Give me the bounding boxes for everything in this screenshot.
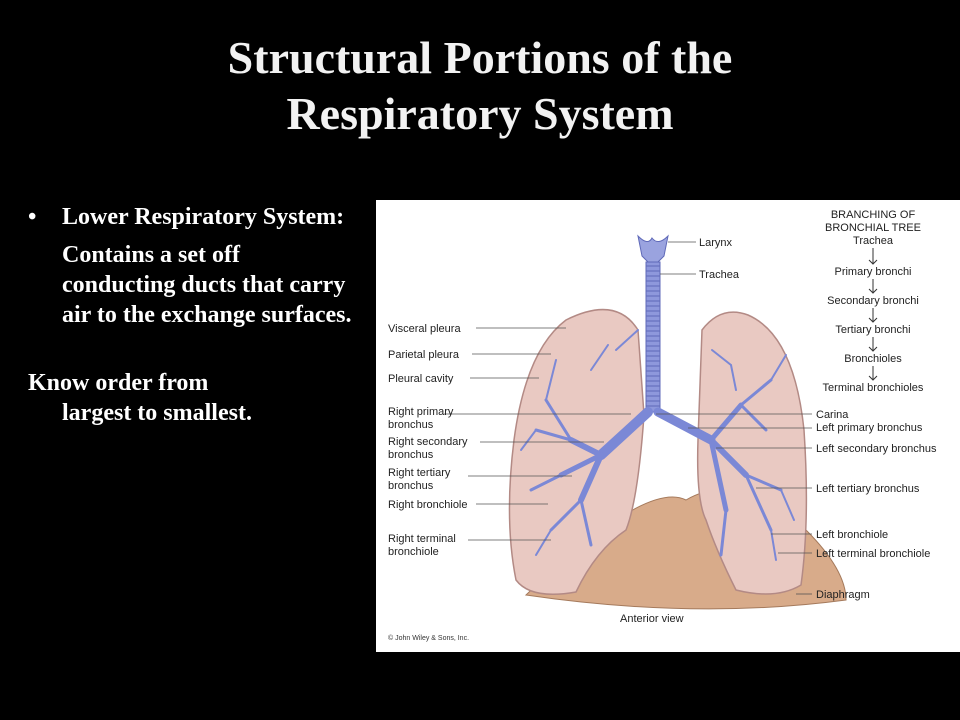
right-primary-bronchus-shape [596,407,653,460]
bronchial-branch [579,498,593,547]
tree-arrow-icon [868,308,878,323]
label-left-secondary: Left secondary bronchus [816,443,937,455]
tree-level-6: Terminal bronchioles [823,382,924,394]
bronchial-branch [529,473,563,492]
label-left-bronchiole: Left bronchiole [816,529,888,541]
label-larynx: Larynx [699,237,733,249]
label-right-tertiary-2: bronchus [388,480,434,492]
label-right-terminal-1: Right terminal [388,533,456,545]
bronchial-branch [558,452,604,478]
bronchial-branch [708,437,729,513]
bronchial-branch [615,329,639,351]
trachea-shape [645,261,661,413]
bronchial-branch [708,437,749,478]
label-diaphragm: Diaphragm [816,589,870,601]
bronchial-branch [719,508,728,557]
tree-arrow-icon [868,279,878,294]
right-lung [508,308,645,595]
label-left-terminal: Left terminal bronchiole [816,548,930,560]
tree-arrow-icon [868,337,878,352]
label-left-tertiary: Left tertiary bronchus [816,483,920,495]
tree-level-5: Bronchioles [844,353,902,365]
tree-level-1: Trachea [853,235,894,247]
bullet-title: Lower Respiratory System: [62,204,345,230]
study-note: Know order from largest to smallest. [28,368,358,428]
note-line-1: Know order from [28,370,209,396]
label-right-secondary-2: bronchus [388,449,434,461]
bullet-body: Contains a set off conducting ducts that… [62,242,352,328]
label-right-bronchiole: Right bronchiole [388,499,468,511]
respiratory-diagram: Visceral pleura Parietal pleura Pleural … [376,200,960,652]
bronchial-branch [708,402,744,443]
bronchial-branch [739,378,773,407]
label-right-tertiary-1: Right tertiary [388,467,451,479]
label-right-secondary-1: Right secondary [388,436,468,448]
bullet-item: • Lower Respiratory System: [28,202,358,232]
tree-level-3: Secondary bronchi [827,295,919,307]
bronchial-branch [780,489,795,521]
bronchial-branch [578,452,604,503]
tree-heading-1: BRANCHING OF [831,209,916,221]
bronchial-branch [534,428,573,442]
bronchial-branch [590,344,609,371]
label-anterior-view: Anterior view [620,613,684,625]
title-line-1: Structural Portions of the [227,32,733,83]
bronchial-branch [549,498,583,532]
bronchial-branch [739,403,768,432]
leader-lines [444,241,812,595]
tree-arrow-icon [868,248,878,265]
bronchial-branch [770,529,777,561]
bronchial-branches [520,329,795,561]
tree-level-2: Primary bronchi [834,266,911,278]
label-right-terminal-2: bronchiole [388,546,439,558]
title-line-2: Respiratory System [286,88,674,139]
tree-level-4: Tertiary bronchi [835,324,910,336]
diagram-svg: Visceral pleura Parietal pleura Pleural … [388,209,937,642]
label-trachea: Trachea [699,269,740,281]
larynx-shape [637,234,669,263]
label-carina: Carina [816,409,849,421]
label-right-primary-2: bronchus [388,419,434,431]
tree-heading-2: BRONCHIAL TREE [825,222,921,234]
label-right-primary-1: Right primary [388,406,454,418]
bronchial-branch [535,529,552,556]
bullet-dot: • [28,204,37,230]
bronchial-branch [545,359,557,401]
note-line-2: largest to smallest. [62,400,252,426]
left-primary-bronchus-shape [653,407,716,445]
tree-arrow-icon [868,366,878,381]
bronchial-branch [568,437,604,458]
bronchial-branch [744,473,773,532]
label-pleural-cavity: Pleural cavity [388,373,454,385]
bronchial-branch [520,429,537,451]
label-left-primary: Left primary bronchus [816,422,923,434]
bronchial-branch [730,364,737,391]
bronchial-branch [544,398,573,442]
bronchial-branch [711,349,732,366]
bronchial-branch [770,354,787,381]
slide-title: Structural Portions of the Respiratory S… [0,30,960,142]
label-visceral-pleura: Visceral pleura [388,323,461,335]
label-parietal-pleura: Parietal pleura [388,349,460,361]
copyright-text: © John Wiley & Sons, Inc. [388,634,469,642]
trachea-rings [646,265,660,407]
bronchial-branch [744,473,783,492]
bullet-text-block: • Lower Respiratory System: Contains a s… [28,202,358,428]
